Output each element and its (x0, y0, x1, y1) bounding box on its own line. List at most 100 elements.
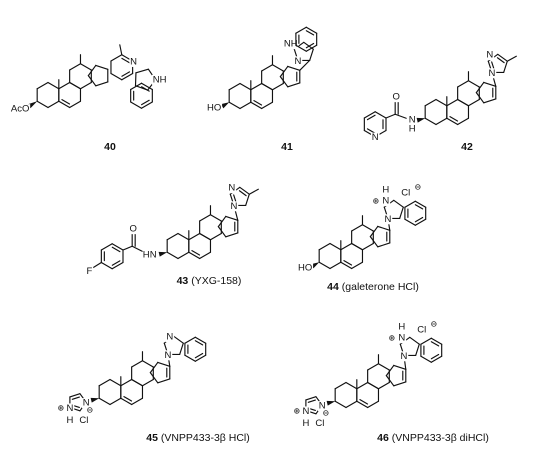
benzimidazole-benzene-ring-double-bond (305, 30, 315, 36)
compound-name: (VNPP433-3β HCl) (158, 432, 250, 444)
ring-c-bond (457, 98, 470, 107)
atom-label-background (148, 250, 158, 261)
ring-a-bond (36, 100, 49, 109)
benzimidazole-benzene-ring-double-bond (305, 42, 315, 49)
ring-a-bond (109, 397, 122, 406)
ring-a-bond (36, 81, 49, 90)
benzimidazolium-h: H (398, 322, 405, 333)
compound-number: 42 (461, 141, 473, 153)
ring-c-bond (467, 80, 480, 88)
ring-b-double-bond (123, 396, 133, 402)
ring-c-bond (79, 63, 92, 71)
chloride-label: Cl (401, 188, 410, 199)
benzimidazole-n1: N (384, 214, 391, 225)
atom-label-background (416, 325, 428, 336)
hydroxy-label: HO (298, 263, 312, 274)
ring-a-bond (47, 81, 60, 90)
atom-label-background (381, 185, 391, 196)
imidazole-n3: N (228, 183, 235, 194)
fluorophenyl-ring-double-bond (111, 246, 121, 253)
atom-label-background (397, 322, 407, 333)
pyridine-nitrogen: N (372, 132, 379, 143)
ring-b-bond (351, 261, 364, 270)
chloride-label: Cl (417, 325, 426, 336)
ring-d-bond (87, 64, 97, 77)
benzimidazolium-h: H (382, 185, 389, 196)
benzimidazole-n3: N (398, 333, 405, 344)
ring-d-bond (217, 226, 227, 238)
atom-label-background (10, 104, 31, 115)
ring-d-bond (483, 98, 497, 104)
pyridine-ring-bond (110, 72, 123, 81)
ring-a-bond (435, 117, 448, 126)
compound-number: 41 (281, 141, 293, 153)
ring-d-bond (475, 92, 485, 104)
benzimidazole-benzene-ring-bond (404, 218, 416, 226)
benzimidazole-benzene-ring-bond (295, 44, 307, 52)
pyridine-ring-double-bond (366, 114, 376, 121)
ring-b-bond (58, 100, 71, 109)
ring-d-bond (287, 65, 301, 71)
ring-a-bond (166, 251, 179, 260)
ring-a-bond (318, 261, 331, 270)
imidazole-ring-bond (409, 336, 420, 345)
imidazole-ring-bond (393, 199, 404, 208)
compound-46: NNH⊕Cl⊖NNH⊕Cl⊖ (294, 319, 443, 429)
imidazolium-h: H (66, 415, 73, 426)
pyridine-ring-bond (121, 72, 134, 81)
atom-label-background (206, 103, 223, 114)
ring-d-bond (279, 76, 289, 88)
benzimidazole-benzene-ring-bond (420, 337, 432, 345)
atom-label-background (65, 415, 75, 426)
ring-a-bond (435, 98, 448, 107)
atom-label-background (65, 403, 75, 414)
c17-benzimidazole-bond (299, 59, 311, 71)
ring-b-bond (58, 81, 71, 90)
c3-wedge (27, 101, 38, 109)
ring-d-bond (393, 364, 407, 370)
compound-number: 40 (104, 141, 116, 153)
ring-c-bond (79, 81, 92, 90)
indole-benzene-ring-double-bond (141, 99, 150, 106)
caption-41: 41 (281, 141, 293, 153)
atom-label-background (370, 132, 380, 143)
ring-c-bond (199, 214, 212, 222)
benzimidazole-benzene-ring-double-bond (430, 353, 440, 360)
indole-benzene-ring-bond (130, 101, 143, 109)
amide-hydrogen: H (143, 250, 150, 261)
imidazole-ring-bond (179, 342, 184, 355)
atom-label-background (381, 196, 391, 207)
indole-benzene-ring-bond (130, 82, 143, 91)
indole-benzene-ring-double-bond (141, 86, 150, 92)
compound-number: 46 (377, 432, 389, 444)
positive-charge: ⊕ (388, 333, 395, 342)
c3-wedge (326, 400, 336, 406)
ring-b-bond (340, 242, 353, 251)
atom-label-background (151, 74, 168, 85)
imidazole-ring-double-bond (238, 190, 247, 197)
ring-d-bond (95, 64, 109, 70)
benzimidazole-benzene-ring-double-bond (414, 216, 424, 223)
ring-a-bond (318, 242, 331, 251)
imidazolium-ring-double-bond (307, 399, 316, 403)
ring-b-double-bond (359, 399, 369, 405)
benzimidazole-benzene-ring-double-bond (194, 340, 204, 346)
ring-c-bond (131, 360, 144, 368)
ring-d-bond (385, 364, 395, 377)
carbonyl-oxygen: O (129, 224, 136, 235)
imidazole-ring-bond (309, 48, 314, 61)
imidazolium-ring-double-bond (71, 396, 80, 400)
atom-label-background (301, 418, 311, 429)
imidazole-ring-bond (399, 206, 404, 219)
ring-c-bond (351, 242, 364, 251)
benzimidazole-benzene-ring-bond (430, 337, 443, 345)
benzimidazole-n: N (294, 56, 301, 67)
ring-b-bond (356, 400, 369, 409)
atom-label-background (317, 401, 327, 412)
ring-d-bond (483, 81, 497, 87)
ring-a-bond (239, 101, 252, 110)
ring-b-bond (250, 101, 263, 110)
ring-c-bond (457, 80, 470, 88)
ring-b-bond (356, 381, 369, 390)
